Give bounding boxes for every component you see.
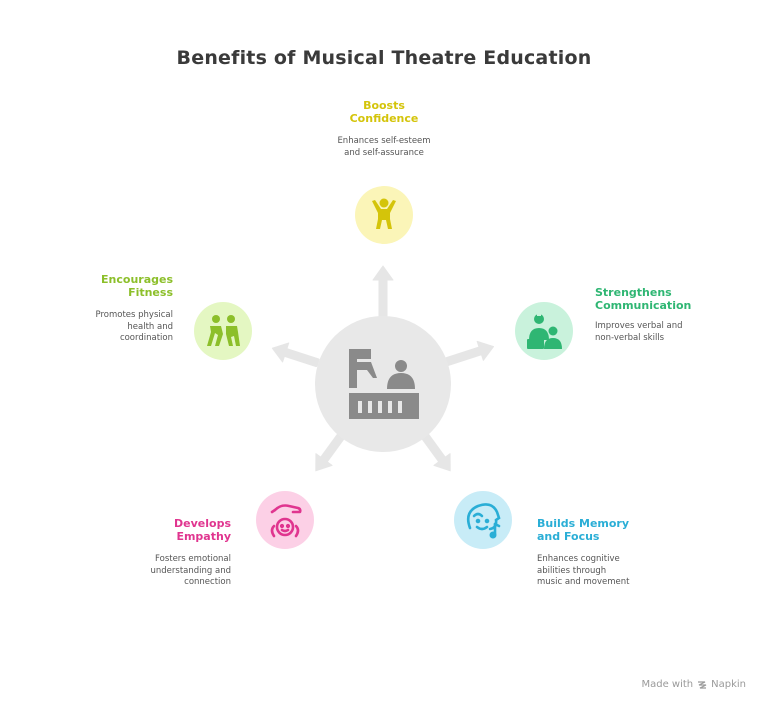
node-memory-title: Builds Memory and Focus bbox=[537, 517, 697, 543]
title-line: and Focus bbox=[537, 530, 600, 543]
people-talking-icon bbox=[527, 314, 562, 349]
node-confidence-desc: Enhances self-esteem and self-assurance bbox=[314, 136, 454, 159]
arrow-to-fitness bbox=[271, 342, 320, 368]
arrow-to-confidence bbox=[372, 265, 394, 321]
central-hub bbox=[315, 316, 451, 452]
child-cheering-icon bbox=[372, 198, 396, 229]
title-line: Encourages bbox=[101, 273, 173, 286]
node-fitness-title: Encourages Fitness bbox=[32, 273, 173, 299]
classroom-teacher-icon bbox=[349, 349, 419, 419]
people-exercising-icon bbox=[207, 315, 240, 346]
node-empathy bbox=[256, 491, 314, 549]
title-line: Fitness bbox=[128, 286, 173, 299]
desc-line: Enhances cognitive bbox=[537, 554, 620, 564]
arrow-to-memory bbox=[418, 429, 451, 472]
node-empathy-title: Develops Empathy bbox=[90, 517, 231, 543]
desc-line: music and movement bbox=[537, 577, 630, 587]
desc-line: Improves verbal and bbox=[595, 321, 683, 331]
node-memory-desc: Enhances cognitive abilities through mus… bbox=[537, 554, 697, 589]
made-with-footer[interactable]: Made with Napkin bbox=[641, 679, 746, 690]
desc-line: Fosters emotional bbox=[155, 554, 231, 564]
node-memory bbox=[454, 491, 512, 549]
node-communication-desc: Improves verbal and non-verbal skills bbox=[595, 321, 755, 344]
made-with-label: Made with bbox=[641, 679, 694, 690]
desc-line: connection bbox=[184, 577, 231, 587]
node-communication-title: Strengthens Communication bbox=[595, 286, 755, 312]
node-communication bbox=[515, 302, 573, 360]
head-music-icon bbox=[466, 503, 501, 539]
desc-line: and self-assurance bbox=[344, 147, 424, 158]
desc-line: understanding and bbox=[150, 565, 231, 576]
node-fitness-desc: Promotes physical health and coordinatio… bbox=[32, 310, 173, 345]
title-line: Boosts bbox=[363, 99, 405, 112]
node-empathy-desc: Fosters emotional understanding and conn… bbox=[90, 554, 231, 589]
desc-line: Promotes physical bbox=[95, 310, 173, 320]
desc-line: non-verbal skills bbox=[595, 332, 665, 343]
arrow-to-communication bbox=[444, 340, 495, 367]
caring-hand-icon bbox=[270, 504, 302, 538]
title-line: Empathy bbox=[176, 530, 231, 543]
title-line: Confidence bbox=[349, 112, 419, 125]
napkin-logo-icon bbox=[698, 680, 707, 689]
node-confidence bbox=[355, 186, 413, 244]
desc-line: health and bbox=[127, 321, 173, 332]
desc-line: abilities through bbox=[537, 565, 607, 576]
page-title: Benefits of Musical Theatre Education bbox=[176, 47, 592, 69]
title-line: Builds Memory bbox=[537, 517, 630, 530]
title-line: Develops bbox=[174, 517, 231, 530]
desc-line: coordination bbox=[119, 333, 173, 343]
brand-label: Napkin bbox=[711, 679, 746, 690]
title-line: Communication bbox=[595, 299, 692, 312]
node-fitness bbox=[194, 302, 252, 360]
title-line: Strengthens bbox=[595, 286, 672, 299]
node-confidence-title: Boosts Confidence bbox=[334, 99, 434, 125]
desc-line: Enhances self-esteem bbox=[337, 136, 431, 146]
